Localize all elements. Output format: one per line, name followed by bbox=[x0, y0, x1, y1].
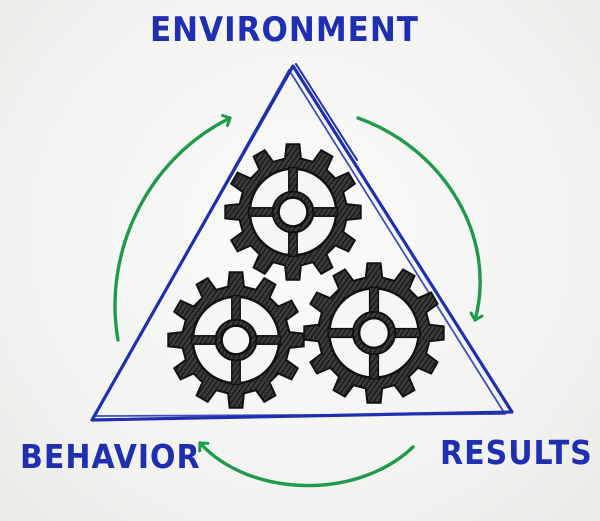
arrow-results-to-behavior bbox=[200, 441, 415, 488]
cycle-arrows bbox=[113, 116, 480, 488]
label-results: RESULTS bbox=[440, 434, 593, 473]
gear-icon bbox=[167, 271, 305, 409]
triangle bbox=[90, 63, 514, 422]
arrow-environment-to-results bbox=[356, 116, 480, 322]
gear-icon bbox=[224, 143, 362, 281]
label-behavior: BEHAVIOR bbox=[20, 438, 201, 477]
label-environment: ENVIRONMENT bbox=[150, 10, 419, 50]
gear-icon bbox=[303, 262, 445, 404]
gears-group bbox=[167, 143, 445, 409]
arrow-behavior-to-environment bbox=[113, 118, 232, 342]
